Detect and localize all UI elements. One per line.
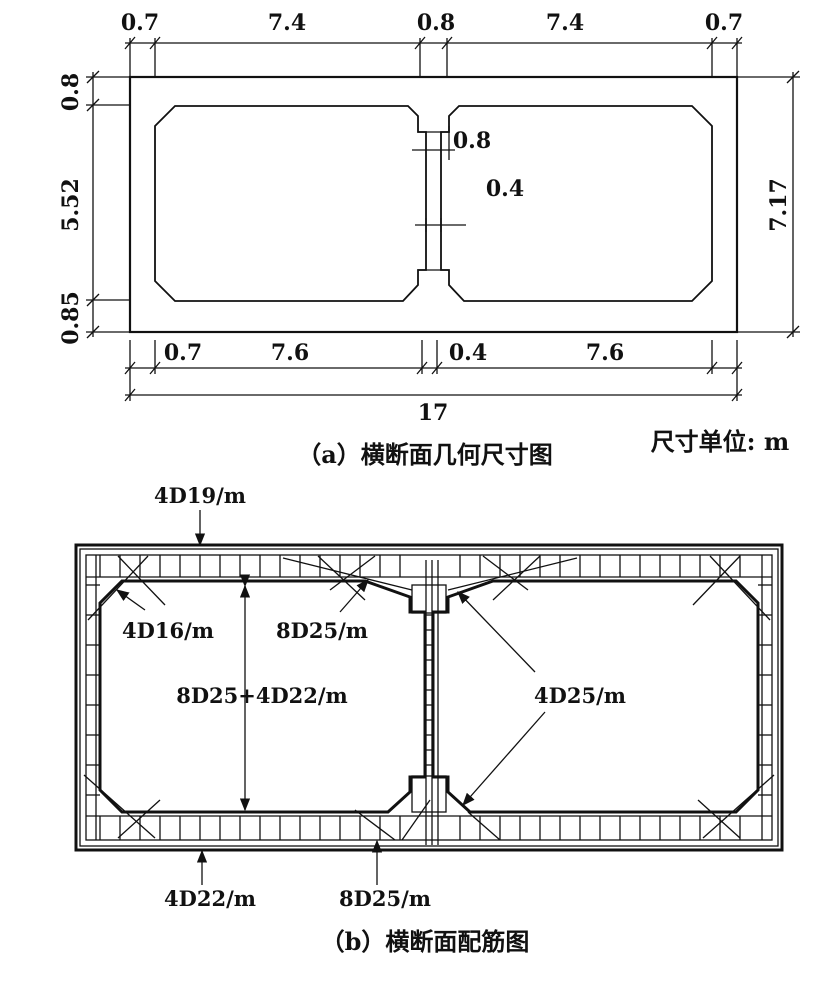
rebar-label-bottom-inner: 8D25/m (339, 886, 431, 911)
dim-label: 0.4 (486, 176, 524, 202)
line (124, 361, 136, 375)
geometry-section: 0.7 7.4 0.8 7.4 0.7 0.8 5.52 0.85 7.17 0… (58, 10, 800, 469)
line (414, 36, 426, 50)
line (731, 361, 743, 375)
line (86, 293, 100, 307)
line (731, 388, 743, 402)
line (124, 388, 136, 402)
rebar-label-top-inner: 8D25/m (276, 618, 368, 643)
outer-boundary (128, 75, 739, 334)
dim-label: 0.8 (453, 128, 491, 154)
leader-arrow (339, 579, 369, 613)
rebar-label-top-outer: 4D19/m (154, 483, 246, 508)
line (86, 98, 100, 112)
line (149, 36, 161, 50)
dim-label: 7.17 (766, 178, 792, 232)
line (86, 70, 100, 84)
caption-a: （a）横断面几何尺寸图 (297, 440, 553, 469)
line (706, 36, 718, 50)
reinforcement-section: 4D19/m 4D16/m 8D25/m 8D25+4D22/m 4D25/m … (74, 483, 784, 956)
rebar-label-bottom-outer: 4D22/m (164, 886, 256, 911)
diagonal-bars (83, 555, 775, 841)
dim-label: 0.8 (58, 73, 84, 111)
top-dimension-line (124, 36, 743, 77)
dim-label: 7.4 (268, 10, 306, 36)
dim-label: 0.7 (164, 340, 202, 366)
dim-label: 7.4 (546, 10, 584, 36)
caption-b: （b）横断面配筋图 (321, 927, 530, 956)
line (149, 361, 161, 375)
line (416, 361, 428, 375)
line (86, 325, 100, 339)
dim-label: 0.4 (449, 340, 487, 366)
dim-label: 7.6 (586, 340, 624, 366)
unit-note: 尺寸单位: m (651, 427, 790, 456)
line (124, 36, 136, 50)
left-cell (154, 105, 427, 302)
line (441, 36, 453, 50)
line (431, 361, 443, 375)
outer-boundary (74, 543, 784, 852)
dim-label: 5.52 (58, 178, 84, 232)
line (706, 361, 718, 375)
dim-label: 0.8 (417, 10, 455, 36)
rebar-label-haunch: 4D16/m (122, 618, 214, 643)
dim-label: 0.7 (121, 10, 159, 36)
rebar-label-middle-haunch: 4D25/m (534, 683, 626, 708)
line (731, 36, 743, 50)
rebar-label-side-wall: 8D25+4D22/m (176, 683, 348, 708)
dim-label: 17 (418, 400, 449, 426)
dim-label: 0.85 (58, 291, 84, 345)
dim-label: 7.6 (271, 340, 309, 366)
dim-label: 0.7 (705, 10, 743, 36)
leader-arrow (115, 589, 146, 611)
leader-arrow (462, 711, 546, 806)
leader-arrow (457, 591, 536, 673)
